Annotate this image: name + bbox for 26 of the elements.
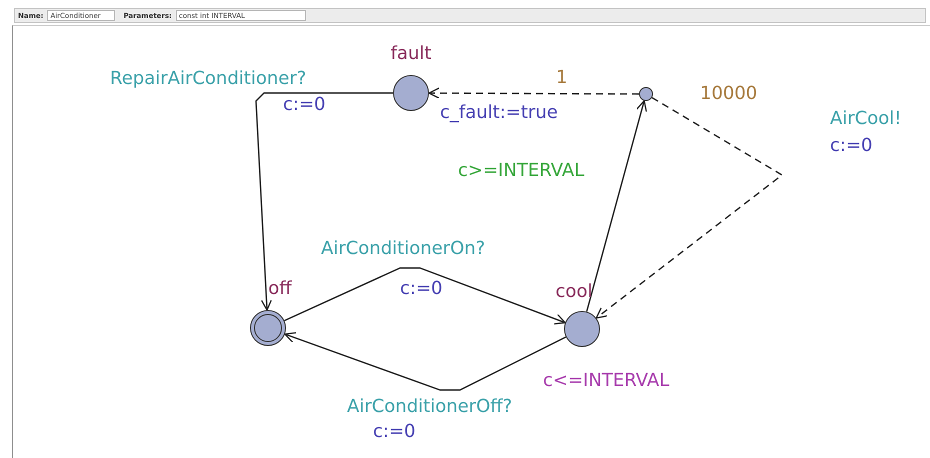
arrow bbox=[284, 267, 566, 324]
branch-point bbox=[639, 87, 653, 101]
invariant-text: c<=INTERVAL bbox=[543, 370, 670, 391]
arrow bbox=[586, 100, 648, 312]
dashed-arrow bbox=[428, 88, 639, 99]
state-circle bbox=[564, 311, 600, 347]
state-circle bbox=[393, 75, 429, 111]
state-name: cool bbox=[556, 281, 592, 302]
edge-label: AirConditionerOff? bbox=[347, 396, 512, 417]
edge-label: AirConditionerOn? bbox=[321, 238, 486, 259]
arrow bbox=[255, 92, 393, 311]
edge-label: 10000 bbox=[700, 83, 758, 104]
update-text: c:=0 bbox=[830, 135, 872, 156]
initial-state-circle bbox=[250, 310, 286, 346]
sync-text: AirCool! bbox=[830, 108, 902, 129]
edge-label: c>=INTERVAL bbox=[458, 160, 584, 181]
update-text: c_fault:=true bbox=[440, 102, 558, 123]
edge-label: 1 bbox=[556, 67, 568, 88]
update-text: c:=0 bbox=[373, 421, 416, 442]
state-name: off bbox=[268, 278, 292, 299]
arrow bbox=[284, 332, 566, 391]
dashed-arrow bbox=[596, 97, 783, 319]
state-name: fault bbox=[390, 43, 432, 64]
edge-label: RepairAirConditioner? bbox=[110, 68, 306, 89]
update-text: c:=0 bbox=[400, 278, 442, 299]
update-text: c:=0 bbox=[283, 94, 326, 115]
